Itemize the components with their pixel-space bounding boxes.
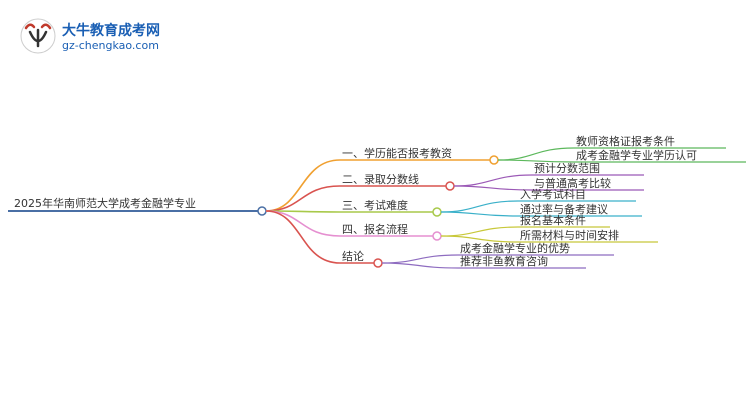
branch-1-child-2-label: 成考金融学专业学历认可 [576,148,697,162]
branch-5-connector [265,210,341,264]
branch-4-child-1-label: 报名基本条件 [520,213,586,227]
branch-2-child-1-label: 预计分数范围 [534,161,600,175]
branch-4-child-1-connector [440,226,519,237]
branch-3-node [432,207,442,217]
branch-5-node [373,258,383,268]
branch-3-child-2-connector [440,211,519,217]
branch-4-connector [265,210,341,237]
branch-2-child-2-label: 与普通高考比较 [534,176,611,190]
branch-1-connector [265,159,341,212]
logo-site-name: 大牛教育成考网 [62,23,160,39]
branch-3-label: 三、考试难度 [342,198,408,212]
branch-5-child-1-connector [381,254,459,264]
branch-2-node [445,181,455,191]
ox-head-logo-icon [20,18,56,54]
branch-1-child-1-label: 教师资格证报考条件 [576,134,675,148]
site-logo[interactable]: 大牛教育成考网 gz-chengkao.com [18,16,198,56]
branch-5-label: 结论 [342,249,364,263]
branch-2-connector [265,185,341,212]
branch-4-label: 四、报名流程 [342,222,408,236]
branch-2-label: 二、录取分数线 [342,172,419,186]
branch-4-node [432,231,442,241]
branch-5-child-1-label: 成考金融学专业的优势 [460,241,570,255]
branch-1-child-2-connector [497,159,575,163]
branch-1-child-1-connector [497,147,575,161]
root-label: 2025年华南师范大学成考金融学专业 [14,196,196,210]
branch-2-child-1-connector [453,174,533,187]
branch-3-child-2-label: 通过率与备考建议 [520,202,608,216]
branch-2-child-2-connector [453,185,533,191]
branch-3-child-1-connector [440,200,519,213]
branch-1-node [489,155,499,165]
branch-4-child-2-connector [440,235,519,243]
root-node [257,206,267,216]
branch-5-child-2-connector [381,262,459,269]
branch-1-label: 一、学历能否报考教资 [342,146,452,160]
branch-3-child-1-label: 入学考试科目 [520,187,586,201]
branch-4-child-2-label: 所需材料与时间安排 [520,228,619,242]
branch-5-child-2-label: 推荐非鱼教育咨询 [460,254,548,268]
logo-site-url: gz-chengkao.com [62,39,159,52]
